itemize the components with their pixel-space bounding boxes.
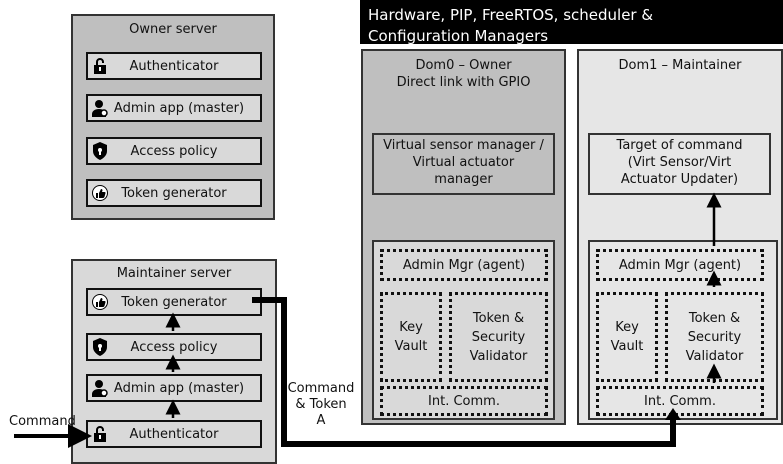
- dom0-validator-line-3: Validator: [469, 348, 528, 364]
- dom1-int-comm[interactable]: Int. Comm.: [596, 386, 764, 416]
- header-line-1: Hardware, PIP, FreeRTOS, scheduler &: [368, 6, 654, 24]
- dom0-title-line-1: Dom0 – Owner: [415, 58, 512, 73]
- dom1-panel: Dom1 – Maintainer Target of command (Vir…: [577, 49, 783, 425]
- maintainer-authenticator-label: Authenticator: [129, 426, 219, 442]
- dom1-target-line-2: (Virt Sensor/Virt: [627, 155, 732, 170]
- dom0-title-line-2: Direct link with GPIO: [396, 75, 531, 90]
- shield-icon: [93, 338, 107, 356]
- thumbs-up-icon: [92, 185, 108, 201]
- dom0-key-vault-line-1: Key: [399, 320, 423, 335]
- command-label: Command: [9, 414, 76, 429]
- dom0-admin-mgr[interactable]: Admin Mgr (agent): [380, 249, 548, 281]
- dom0-key-vault[interactable]: Key Vault: [380, 292, 442, 382]
- command-token-line-2: & Token: [295, 397, 347, 412]
- dom0-agent-container: Admin Mgr (agent) Key Vault Token & Secu…: [372, 240, 555, 420]
- dom1-validator-line-2: Security: [687, 329, 742, 345]
- owner-authenticator-label: Authenticator: [129, 58, 219, 74]
- owner-admin-app[interactable]: Admin app (master): [86, 94, 262, 122]
- user-gear-icon: [92, 100, 108, 117]
- header-line-2: Configuration Managers: [368, 27, 549, 45]
- dom0-vsm-line-2: Virtual actuator: [412, 155, 515, 170]
- dom1-title: Dom1 – Maintainer: [618, 58, 742, 73]
- dom1-target-line-3: Actuator Updater): [620, 172, 739, 187]
- dom1-key-vault[interactable]: Key Vault: [596, 292, 658, 382]
- command-token-line-3: A: [316, 413, 326, 428]
- dom0-token-validator[interactable]: Token & Security Validator: [449, 292, 548, 382]
- maintainer-server-panel: Maintainer server Token generator Access…: [71, 259, 277, 464]
- dom1-key-vault-line-1: Key: [615, 320, 639, 335]
- dom0-panel: Dom0 – Owner Direct link with GPIO Virtu…: [361, 49, 566, 425]
- owner-token-generator-label: Token generator: [121, 185, 227, 201]
- command-token-label: Command & Token A: [284, 381, 358, 428]
- dom1-target-line-1: Target of command: [616, 138, 743, 153]
- dom0-int-comm[interactable]: Int. Comm.: [380, 386, 548, 416]
- shield-icon: [93, 142, 107, 160]
- dom0-virtual-sensor-manager[interactable]: Virtual sensor manager / Virtual actuato…: [372, 133, 555, 195]
- dom1-validator-line-1: Token &: [688, 310, 741, 326]
- owner-server-panel: Owner server Authenticator Admin app (ma…: [71, 14, 275, 220]
- header-bar: Hardware, PIP, FreeRTOS, scheduler & Con…: [360, 0, 783, 45]
- dom1-validator-line-3: Validator: [685, 348, 744, 364]
- dom1-key-vault-line-2: Vault: [610, 339, 644, 354]
- dom1-target-of-command[interactable]: Target of command (Virt Sensor/Virt Actu…: [588, 133, 771, 195]
- owner-server-title: Owner server: [129, 22, 217, 37]
- owner-authenticator[interactable]: Authenticator: [86, 52, 262, 80]
- maintainer-server-title: Maintainer server: [116, 266, 232, 281]
- maintainer-token-generator[interactable]: Token generator: [86, 288, 262, 316]
- dom0-vsm-line-1: Virtual sensor manager /: [383, 138, 544, 153]
- dom0-validator-line-2: Security: [471, 329, 526, 345]
- maintainer-admin-app[interactable]: Admin app (master): [86, 374, 262, 402]
- dom1-agent-container: Admin Mgr (agent) Key Vault Token & Secu…: [588, 240, 778, 420]
- padlock-icon: [94, 426, 106, 442]
- command-token-line-1: Command: [287, 381, 355, 396]
- owner-token-generator[interactable]: Token generator: [86, 179, 262, 207]
- owner-admin-app-label: Admin app (master): [113, 100, 245, 116]
- user-gear-icon: [92, 380, 108, 397]
- maintainer-access-policy-label: Access policy: [130, 339, 218, 355]
- owner-access-policy[interactable]: Access policy: [86, 137, 262, 165]
- dom0-key-vault-line-2: Vault: [394, 339, 428, 354]
- thumbs-up-icon: [92, 294, 108, 310]
- maintainer-access-policy[interactable]: Access policy: [86, 333, 262, 361]
- dom1-admin-mgr[interactable]: Admin Mgr (agent): [596, 249, 764, 281]
- maintainer-token-generator-label: Token generator: [121, 294, 227, 310]
- dom1-token-validator[interactable]: Token & Security Validator: [665, 292, 764, 382]
- owner-access-policy-label: Access policy: [130, 143, 218, 159]
- maintainer-admin-app-label: Admin app (master): [113, 380, 245, 396]
- dom0-validator-line-1: Token &: [472, 310, 525, 326]
- dom0-vsm-line-3: manager: [434, 172, 493, 187]
- maintainer-authenticator[interactable]: Authenticator: [86, 420, 262, 448]
- padlock-icon: [94, 58, 106, 74]
